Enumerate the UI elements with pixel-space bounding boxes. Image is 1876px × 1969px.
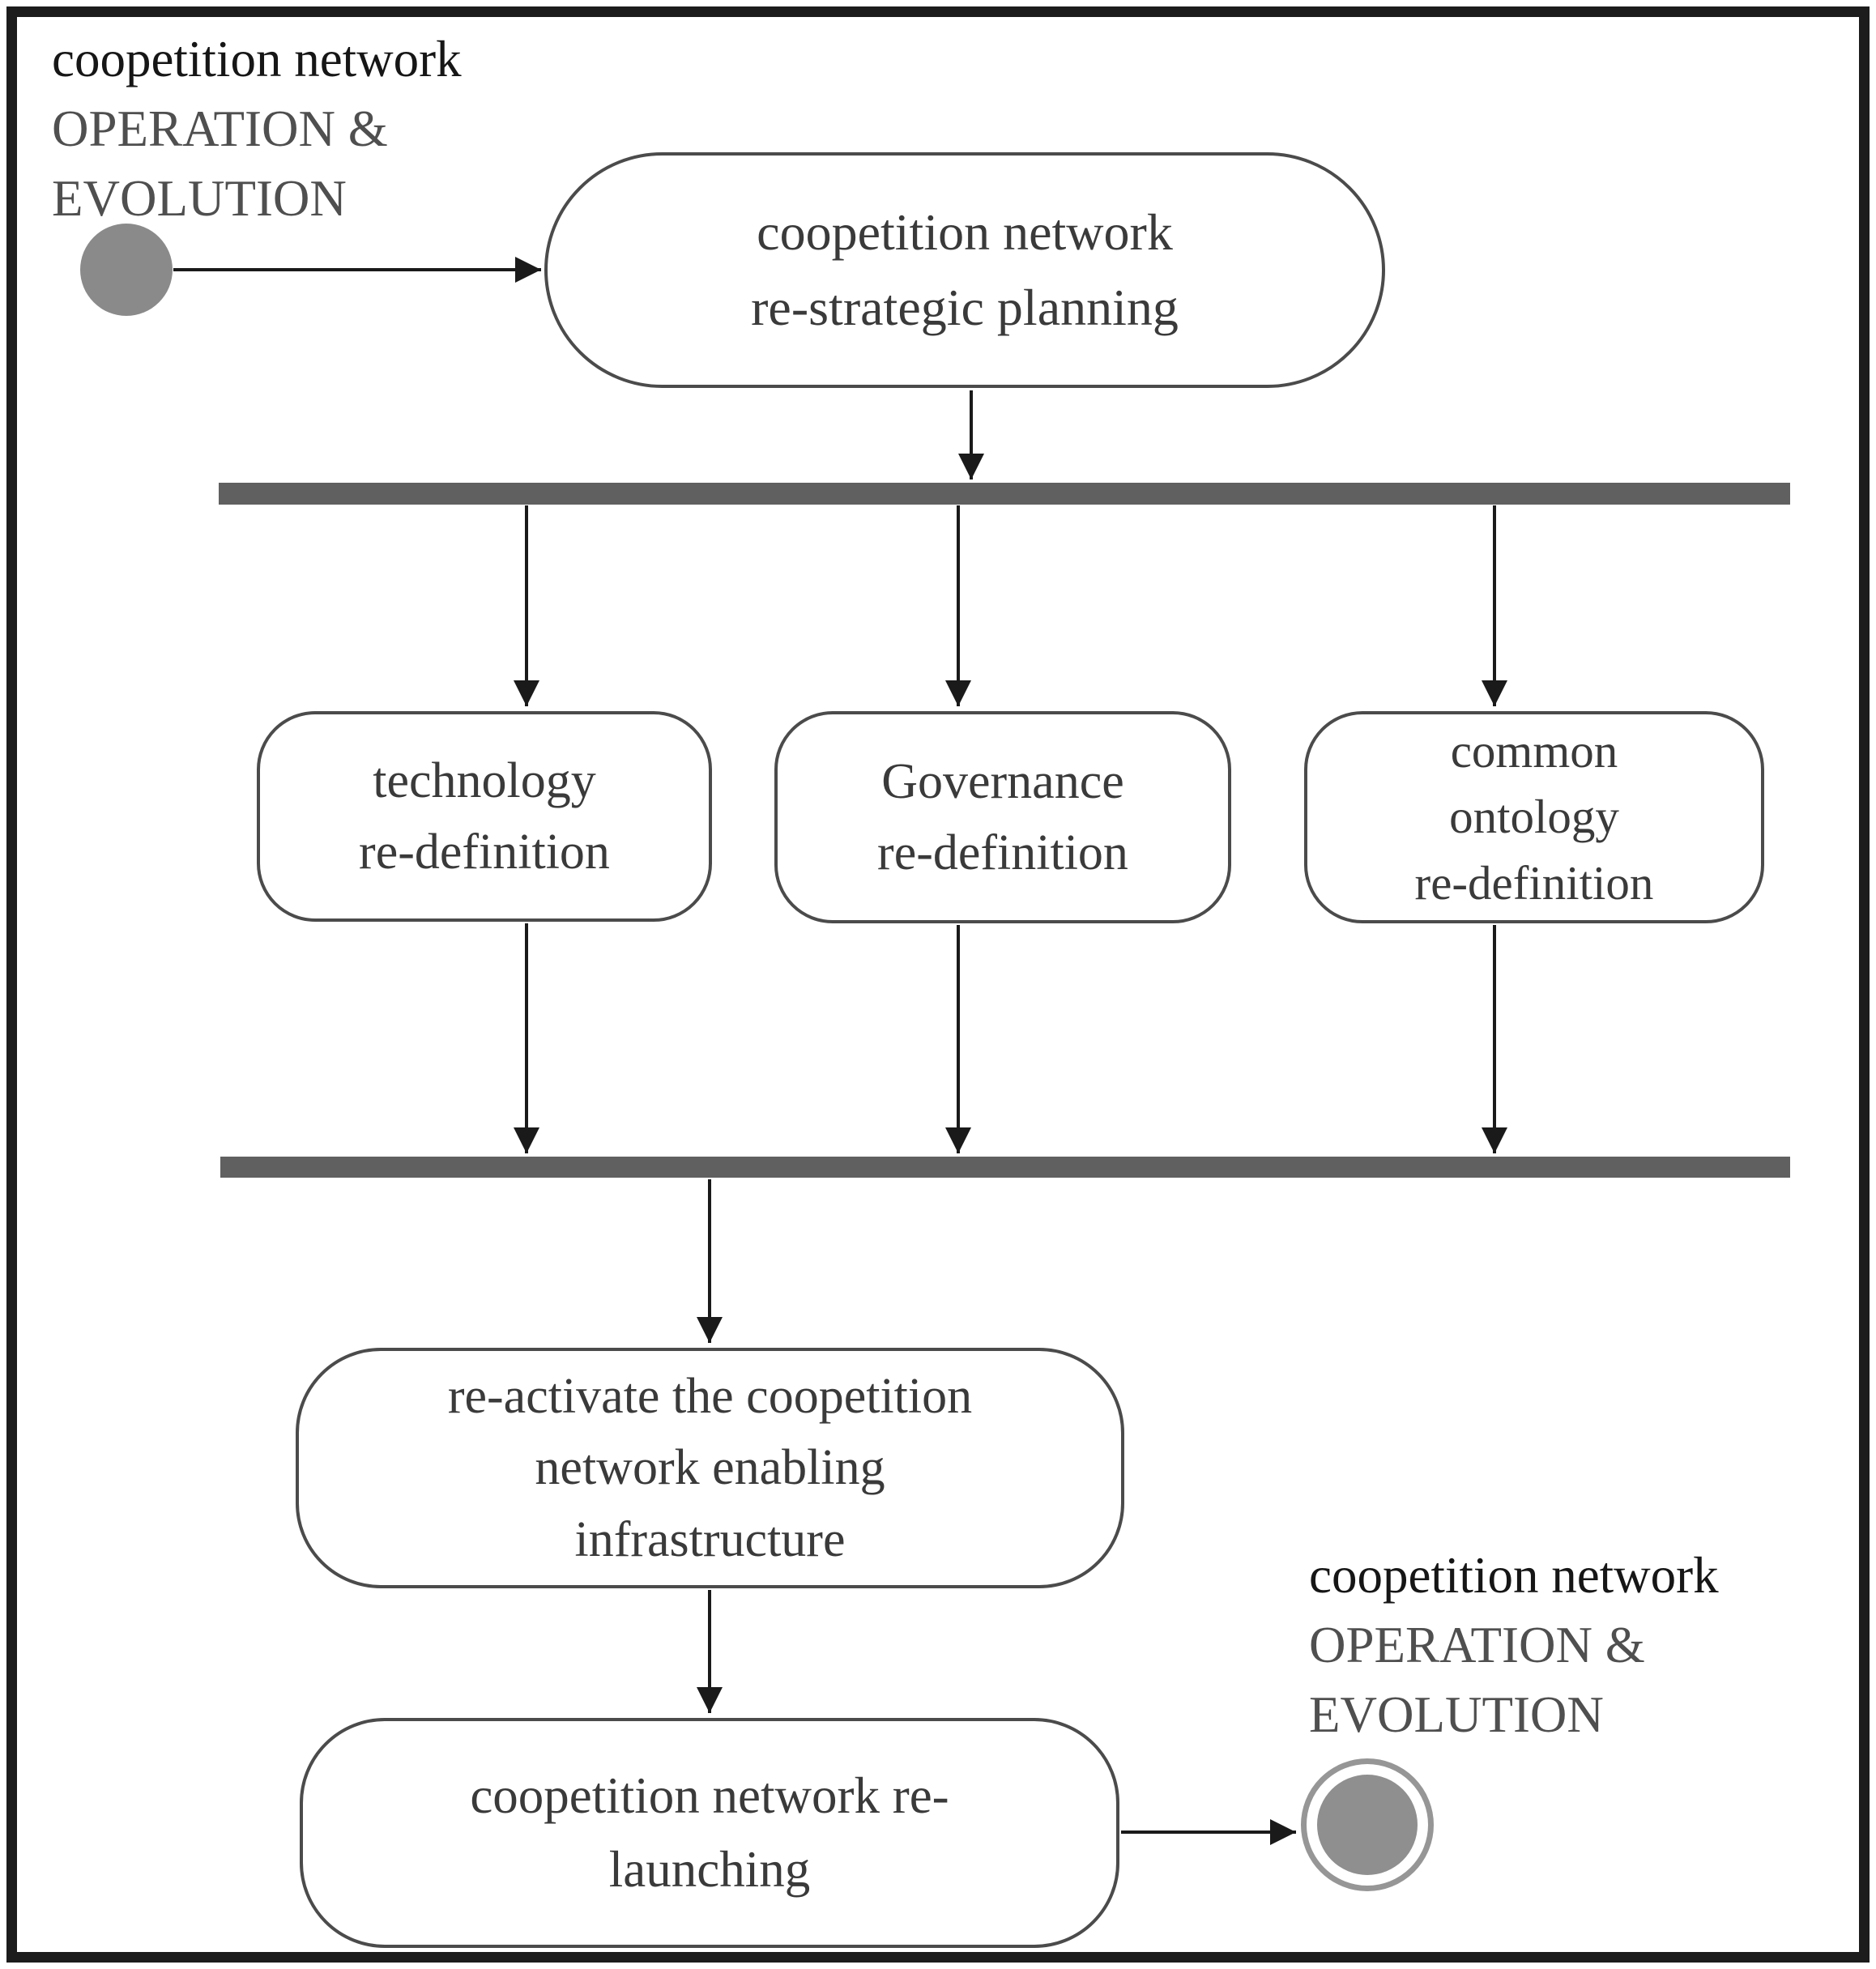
end-label-line-2: OPERATION & xyxy=(1309,1617,1645,1673)
initial-node-icon xyxy=(80,224,173,316)
start-state-label: coopetition network OPERATION & EVOLUTIO… xyxy=(52,24,462,233)
final-node-core xyxy=(1317,1775,1418,1875)
final-node-icon xyxy=(1301,1758,1434,1891)
activity-network-re-launching: coopetition network re- launching xyxy=(300,1718,1119,1948)
start-label-line-1: coopetition network xyxy=(52,31,462,87)
activity-common-ontology-re-definition: common ontology re-definition xyxy=(1304,711,1764,923)
end-label-line-1: coopetition network xyxy=(1309,1547,1719,1604)
join-bar xyxy=(220,1157,1790,1178)
activity-governance-re-definition: Governance re-definition xyxy=(774,711,1231,923)
activity-re-activate-infrastructure: re-activate the coopetition network enab… xyxy=(296,1348,1124,1588)
start-label-line-2: OPERATION & xyxy=(52,100,388,157)
fork-bar xyxy=(219,483,1790,505)
activity-technology-re-definition: technology re-definition xyxy=(257,711,712,922)
start-label-line-3: EVOLUTION xyxy=(52,170,347,227)
end-label-line-3: EVOLUTION xyxy=(1309,1686,1604,1743)
activity-re-strategic-planning: coopetition network re-strategic plannin… xyxy=(544,152,1385,388)
end-state-label: coopetition network OPERATION & EVOLUTIO… xyxy=(1309,1541,1719,1750)
